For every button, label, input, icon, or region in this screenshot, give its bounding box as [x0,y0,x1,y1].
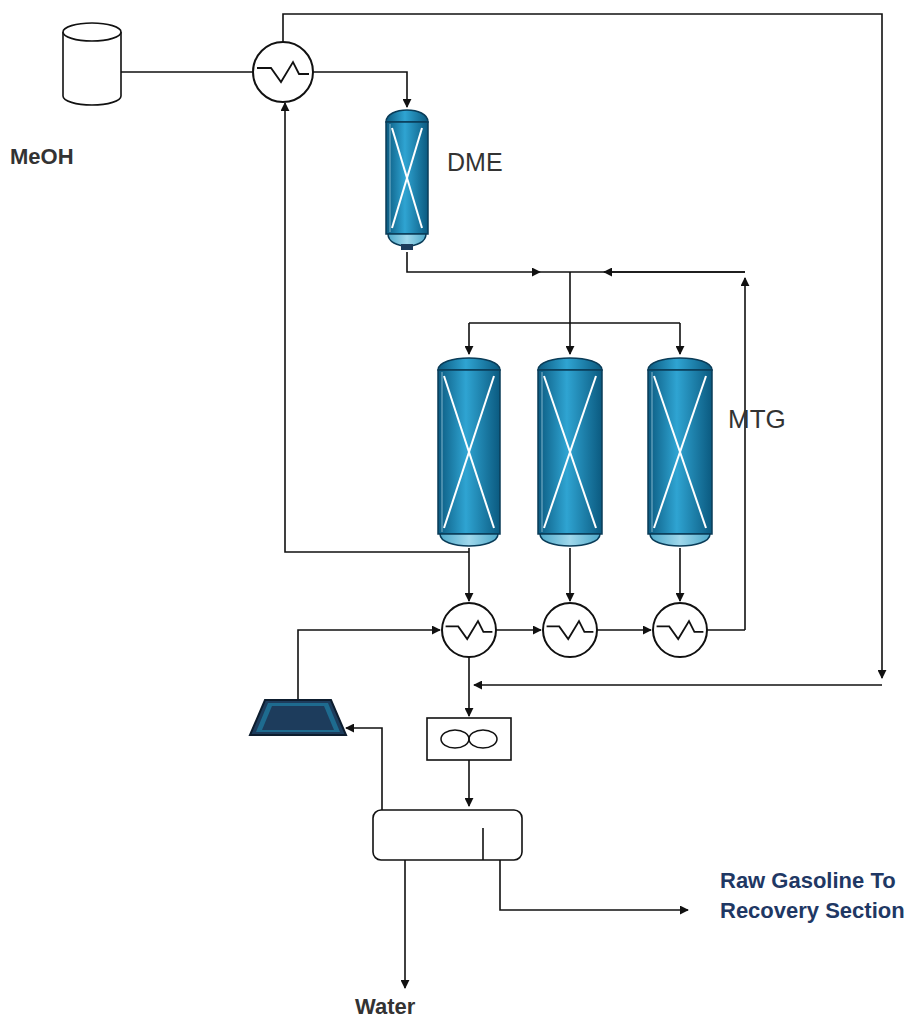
stream-label: MTG [728,404,786,435]
node-label: DME [447,148,503,177]
reactor-shape [382,106,432,252]
node-label: MeOH [10,144,74,170]
tank-shape [62,22,122,106]
storage-tank: MeOH [8,20,132,182]
stream-label: Raw Gasoline To Recovery Section [720,866,916,927]
stream-label: Water [355,994,415,1020]
reactor-vessel: DME [382,104,522,254]
